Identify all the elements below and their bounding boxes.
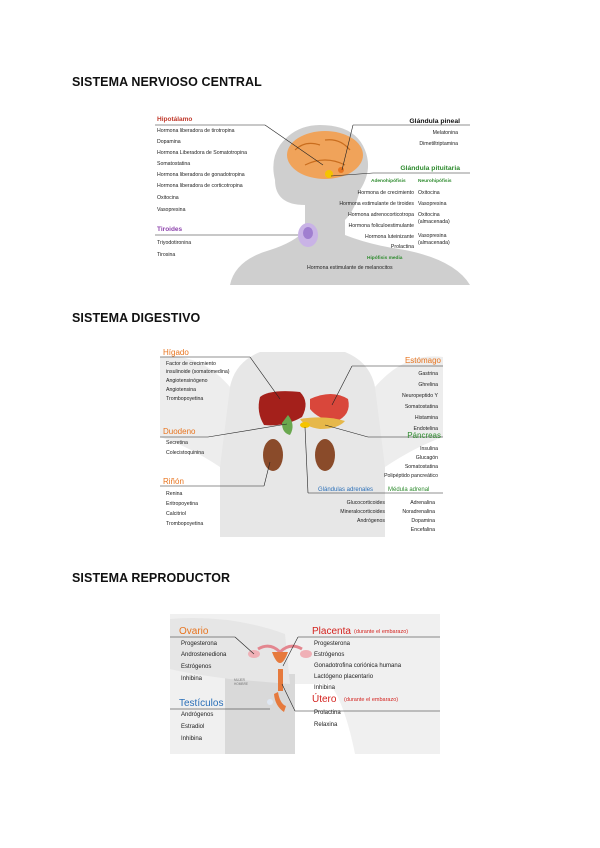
pancreas-item: Glucagón <box>415 455 438 461</box>
section-title-digestive: SISTEMA DIGESTIVO <box>72 311 201 325</box>
rinon-item: Calcitriol <box>166 511 186 517</box>
estomago-title: Estómago <box>404 356 441 365</box>
higado-item: Factor de crecimiento <box>166 361 216 367</box>
neuro-item: Vasopresina <box>418 201 447 207</box>
rinon-title: Riñón <box>163 477 184 486</box>
estomago-item: Neuropeptido Y <box>402 393 438 399</box>
rinon-item: Trombopoyetina <box>166 521 204 527</box>
duodeno-item: Secretina <box>166 440 188 446</box>
pancreas-item: Somatostatina <box>404 464 438 470</box>
placenta-item: Estrógenos <box>314 652 345 658</box>
utero-item: Prolactina <box>314 710 341 716</box>
neurohipofisis-title: Neurohipófisis <box>418 179 452 184</box>
placenta-note: (durante el embarazo) <box>354 629 409 635</box>
neuro-item: Oxitocina <box>418 212 440 218</box>
pineal-title: Glándula pineal <box>409 118 460 125</box>
tiroides-item: Tirosina <box>157 252 176 258</box>
placenta-item: Lactógeno placentario <box>314 674 374 680</box>
medula-item: Noradrenalina <box>402 509 435 515</box>
placenta-item: Gonadotrofina coriónica humana <box>314 663 402 669</box>
adenohipofisis-title: Adenohipófisis <box>371 179 406 184</box>
higado-item: insulinoide (somatomedina) <box>166 369 230 375</box>
pineal-item: Melatonina <box>432 130 458 136</box>
hipotalamo-item: Oxitocina <box>157 195 179 201</box>
hipotalamo-item: Dopamina <box>157 139 181 145</box>
adrenales-item: Mineralocorticoides <box>340 509 385 515</box>
higado-item: Angiotensinógeno <box>166 378 208 384</box>
placenta-item: Inhibina <box>314 685 336 691</box>
duodeno-item: Colecistoquinina <box>166 450 205 456</box>
pineal-item: Dimetiltriptamina <box>419 141 458 147</box>
adeno-item: Hormona luteinizante <box>364 234 414 240</box>
hipotalamo-item: Hormona liberadora de gonadotropina <box>157 172 245 178</box>
head-illustration <box>155 124 470 285</box>
estomago-item: Endotelina <box>413 426 438 432</box>
pancreas-title: Páncreas <box>407 431 441 440</box>
estomago-item: Histamina <box>414 415 438 421</box>
hipotalamo-item: Hormona liberadora de tirotropina <box>157 128 235 134</box>
testiculos-item: Inhibina <box>181 736 203 742</box>
diagram-label: MUJER HOMBRE <box>234 678 248 686</box>
estomago-item: Ghrelina <box>418 382 438 388</box>
ovario-title: Ovario <box>179 626 209 637</box>
reproductive-system-figure: MUJER HOMBRE Ovario Progesterona Androst… <box>170 614 440 754</box>
hipotalamo-item: Vasopresina <box>157 207 186 213</box>
adeno-item: Hormona estimulante de tiroides <box>339 201 414 207</box>
adeno-item: Hormona de crecimiento <box>357 190 414 196</box>
ovario-item: Androstenediona <box>181 652 227 658</box>
placenta-item: Progesterona <box>314 641 351 647</box>
adrenales-item: Andrógenos <box>357 518 385 524</box>
adeno-item: Hormona adrenocorticotropa <box>347 212 414 218</box>
hipotalamo-item: Somatostatina <box>157 161 191 167</box>
utero-item: Relaxina <box>314 722 338 728</box>
placenta-title: Placenta <box>312 626 351 637</box>
medula-item: Encefalina <box>410 527 435 533</box>
utero-title: Útero <box>312 694 337 705</box>
nervous-system-figure: Hipotálamo Hormona liberadora de tirotro… <box>155 110 470 285</box>
utero-note: (durante el embarazo) <box>344 697 399 703</box>
rinon-item: Eritropoyetina <box>166 501 199 507</box>
torso-illustration <box>160 352 443 537</box>
neuro-item: Oxitocina <box>418 190 440 196</box>
medula-item: Adrenalina <box>410 500 435 506</box>
higado-title: Hígado <box>163 348 189 357</box>
ovario-item: Inhibina <box>181 676 203 682</box>
ovario-item: Progesterona <box>181 641 218 647</box>
pancreas-item: Insulina <box>420 446 438 452</box>
hipotalamo-item: Hormona liberadora de corticotropina <box>157 183 243 189</box>
ovario-item: Estrógenos <box>181 664 212 670</box>
neuro-item: Vasopresina <box>418 233 447 239</box>
hipofisis-media-title: Hipófisis media <box>367 256 403 261</box>
section-title-nervous: SISTEMA NERVIOSO CENTRAL <box>72 75 262 89</box>
pancreas-item: Polipéptido pancreático <box>384 473 438 479</box>
testiculos-item: Andrógenos <box>181 712 214 718</box>
testiculos-title: Testículos <box>179 698 224 709</box>
pituitaria-title: Glándula pituitaria <box>400 165 460 172</box>
estomago-item: Gastrina <box>418 371 438 377</box>
tiroides-item: Triyodotironina <box>157 240 192 246</box>
rinon-item: Renina <box>166 491 183 497</box>
medula-title: Médula adrenal <box>388 487 430 493</box>
testiculos-item: Estradiol <box>181 724 205 730</box>
medula-item: Dopamina <box>411 518 435 524</box>
duodeno-title: Duodeno <box>163 427 196 436</box>
section-title-reproductive: SISTEMA REPRODUCTOR <box>72 571 231 585</box>
adeno-item: Hormona foliculoestimulante <box>348 223 414 229</box>
pelvis-illustration <box>170 614 440 754</box>
neuro-item: (almacenada) <box>418 240 450 246</box>
tiroides-title: Tiroides <box>157 226 183 233</box>
higado-item: Trombopoyetina <box>166 396 204 402</box>
digestive-system-figure: Hígado Factor de crecimiento insulinoide… <box>160 347 443 537</box>
hipofisis-media-item: Hormona estimulante de melanocitos <box>307 265 393 271</box>
adrenales-title: Glándulas adrenales <box>318 487 374 493</box>
higado-item: Angiotensina <box>166 387 196 393</box>
adrenales-item: Glucocorticoides <box>346 500 385 506</box>
hipotalamo-title: Hipotálamo <box>157 116 193 123</box>
neuro-item: (almacenada) <box>418 219 450 225</box>
adeno-item: Prolactina <box>390 244 414 250</box>
hipotalamo-item: Hormona Liberadora de Somatotropina <box>157 150 247 156</box>
estomago-item: Somatostatina <box>404 404 438 410</box>
